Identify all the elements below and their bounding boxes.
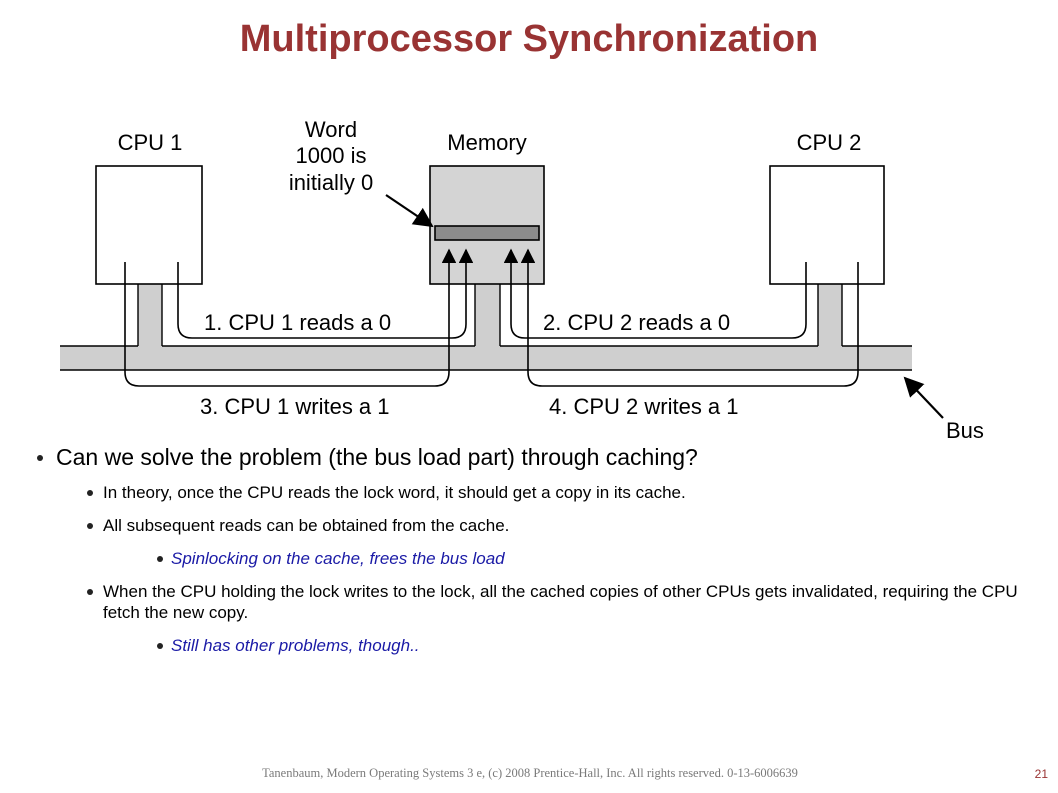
bullet-text: All subsequent reads can be obtained fro… [103, 516, 510, 535]
bullet-text: When the CPU holding the lock writes to … [103, 582, 1018, 622]
bullet-subsub: Still has other problems, though.. [156, 635, 1024, 656]
lock-word [434, 225, 540, 241]
memory-box [429, 165, 545, 285]
step3-label: 3. CPU 1 writes a 1 [200, 394, 390, 419]
bus-label: Bus [946, 418, 984, 440]
bullet-dot [87, 490, 93, 496]
word-note-line1: Word [305, 117, 357, 142]
word-note-line2: 1000 is [296, 143, 367, 168]
bus-stub-memory [474, 284, 501, 348]
memory-label: Memory [447, 130, 526, 155]
step1-label: 1. CPU 1 reads a 0 [204, 310, 391, 335]
step2-label: 2. CPU 2 reads a 0 [543, 310, 730, 335]
path-cpu1-read [177, 248, 474, 339]
bus-stub-cpu2 [817, 284, 843, 348]
page-number: 21 [1034, 767, 1048, 781]
bus [60, 345, 912, 371]
bus-stub-cpu1 [137, 284, 163, 348]
bullet-list: Can we solve the problem (the bus load p… [34, 440, 1024, 656]
path-cpu2-read [503, 248, 807, 339]
bus-arrow [903, 376, 944, 419]
word-note-arrow [385, 194, 434, 228]
bullet-dot [87, 523, 93, 529]
cpu1-box [95, 165, 203, 285]
bullet-main: Can we solve the problem (the bus load p… [34, 440, 1024, 474]
bullet-dot [87, 589, 93, 595]
step4-label: 4. CPU 2 writes a 1 [549, 394, 739, 419]
word-note-line3: initially 0 [289, 170, 373, 195]
bullet-sub: All subsequent reads can be obtained fro… [85, 515, 1024, 536]
bullet-dot [157, 643, 163, 649]
bullet-dot [37, 455, 43, 461]
bullet-text: Still has other problems, though.. [171, 636, 420, 655]
cpu2-box [769, 165, 885, 285]
bullet-text: Can we solve the problem (the bus load p… [56, 444, 698, 470]
bullet-text: In theory, once the CPU reads the lock w… [103, 483, 686, 502]
bullet-sub: In theory, once the CPU reads the lock w… [85, 482, 1024, 503]
bullet-sub: When the CPU holding the lock writes to … [85, 581, 1024, 623]
slide-title: Multiprocessor Synchronization [239, 18, 819, 60]
path-cpu2-write [520, 248, 859, 387]
bus-diagram: CPU 1 Memory CPU 2 Word 1000 is initiall… [60, 117, 984, 440]
bullet-text: Spinlocking on the cache, frees the bus … [171, 549, 505, 568]
cpu2-label: CPU 2 [797, 130, 862, 155]
cpu1-label: CPU 1 [118, 130, 183, 155]
bullet-subsub: Spinlocking on the cache, frees the bus … [156, 548, 1024, 569]
footer-copyright: Tanenbaum, Modern Operating Systems 3 e,… [262, 766, 798, 780]
path-cpu1-write [124, 248, 457, 387]
bullet-dot [157, 556, 163, 562]
